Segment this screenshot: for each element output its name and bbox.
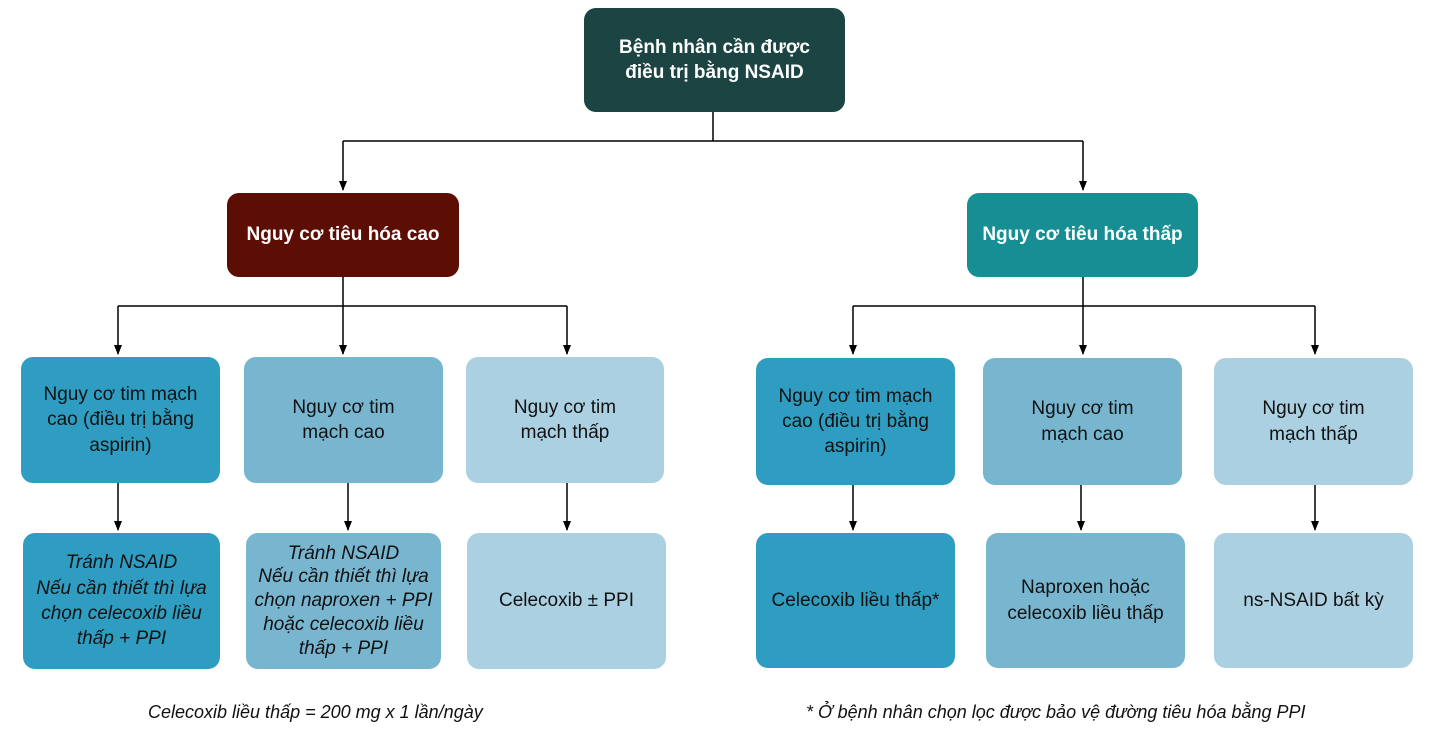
low-cv-high-node: Nguy cơ tim mạch cao bbox=[983, 358, 1182, 485]
low-cv-low-node: Nguy cơ tim mạch thấp bbox=[1214, 358, 1413, 485]
high-advice-1-node: Tránh NSAID Nếu cần thiết thì lựa chọn c… bbox=[23, 533, 220, 669]
low-advice-2-node: Naproxen hoặc celecoxib liều thấp bbox=[986, 533, 1185, 668]
high-cv-low-label: Nguy cơ tim mạch thấp bbox=[513, 396, 617, 443]
footnote-left: Celecoxib liều thấp = 200 mg x 1 lần/ngà… bbox=[148, 702, 483, 722]
high-advice-1-text: Tránh NSAID Nếu cần thiết thì lựa chọn c… bbox=[36, 552, 207, 650]
low-cv-high-aspirin-label: Nguy cơ tim mạch cao (điều trị bằng aspi… bbox=[778, 385, 933, 458]
low-cv-high-label: Nguy cơ tim mạch cao bbox=[1031, 398, 1134, 445]
high-advice-3-text: Celecoxib ± PPI bbox=[498, 590, 635, 612]
root-label: Bệnh nhân cần được điều trị bằng NSAID bbox=[619, 36, 810, 83]
gi-risk-low-node: Nguy cơ tiêu hóa thấp bbox=[967, 193, 1198, 277]
high-cv-high-aspirin-node: Nguy cơ tim mạch cao (điều trị bằng aspi… bbox=[21, 357, 220, 483]
high-advice-2-text: Tránh NSAID Nếu cần thiết thì lựa chọn n… bbox=[254, 542, 433, 659]
connector-root bbox=[343, 112, 1083, 142]
root-node: Bệnh nhân cần được điều trị bằng NSAID bbox=[584, 8, 845, 112]
high-cv-high-label: Nguy cơ tim mạch cao bbox=[292, 396, 395, 443]
gi-risk-high-node: Nguy cơ tiêu hóa cao bbox=[227, 193, 459, 277]
low-advice-3-node: ns-NSAID bất kỳ bbox=[1214, 533, 1413, 668]
high-cv-high-aspirin-label: Nguy cơ tim mạch cao (điều trị bằng aspi… bbox=[43, 384, 198, 456]
footnote-right: * Ở bệnh nhân chọn lọc được bảo vệ đường… bbox=[806, 702, 1306, 722]
low-advice-1-text: Celecoxib liều thấp* bbox=[771, 589, 940, 611]
connector-low bbox=[853, 277, 1315, 307]
connector-high bbox=[118, 277, 567, 307]
high-advice-3-node: Celecoxib ± PPI bbox=[467, 533, 666, 669]
low-advice-2-text: Naproxen hoặc celecoxib liều thấp bbox=[1007, 577, 1164, 624]
low-advice-1-node: Celecoxib liều thấp* bbox=[756, 533, 955, 668]
gi-risk-high-label: Nguy cơ tiêu hóa cao bbox=[246, 224, 440, 246]
low-cv-high-aspirin-node: Nguy cơ tim mạch cao (điều trị bằng aspi… bbox=[756, 358, 955, 485]
gi-risk-low-label: Nguy cơ tiêu hóa thấp bbox=[982, 224, 1183, 246]
low-cv-low-label: Nguy cơ tim mạch thấp bbox=[1262, 398, 1365, 445]
low-advice-3-text: ns-NSAID bất kỳ bbox=[1243, 589, 1384, 611]
high-cv-high-node: Nguy cơ tim mạch cao bbox=[244, 357, 443, 483]
high-cv-low-node: Nguy cơ tim mạch thấp bbox=[466, 357, 664, 483]
high-advice-2-node: Tránh NSAID Nếu cần thiết thì lựa chọn n… bbox=[246, 533, 441, 669]
